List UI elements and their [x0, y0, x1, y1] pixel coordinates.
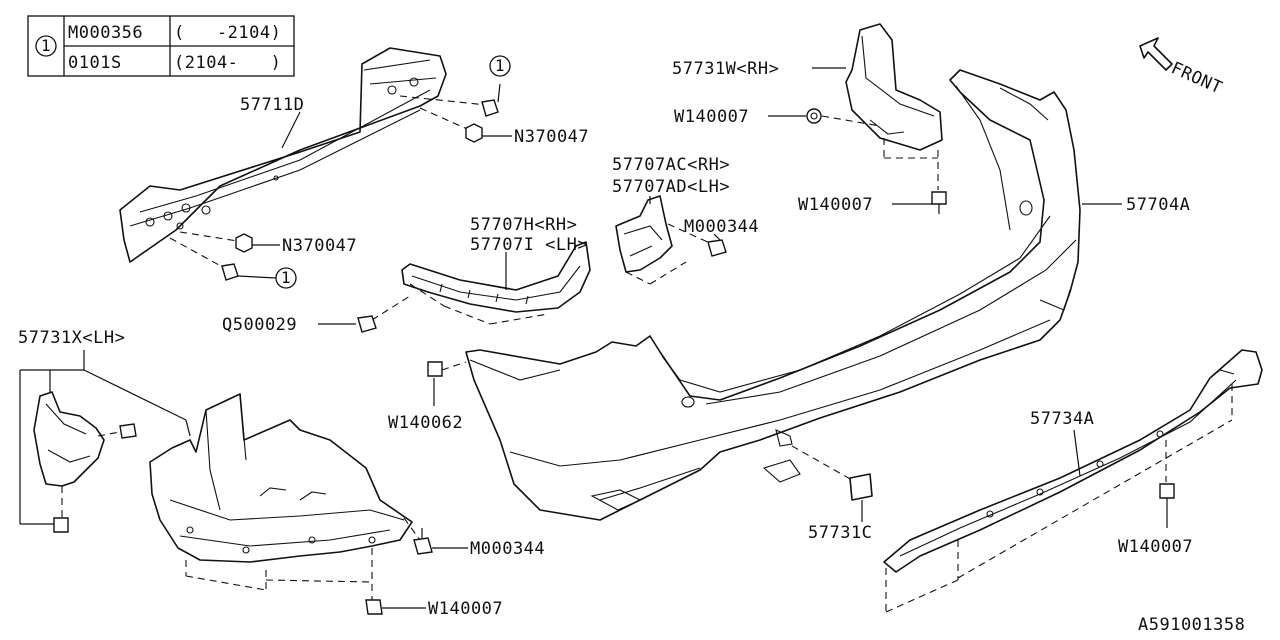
label-N370047-bottom: N370047 [282, 236, 357, 256]
callout-nut-bottom: N370047 [252, 236, 357, 256]
label-57704A: 57704A [1126, 195, 1190, 215]
clip-icon [806, 108, 822, 124]
nut-icon [465, 123, 483, 143]
callout-nut-top: N370047 [482, 127, 589, 147]
callout-skirt: 57734A [1030, 409, 1094, 477]
skirt-part [883, 349, 1263, 573]
table-row-2-part: 0101S [68, 53, 122, 73]
bumper-face-part [465, 69, 1081, 521]
table-row-1-range: ( -2104) [174, 23, 281, 43]
clip-icon [1159, 483, 1175, 499]
label-57707I: 57707I <LH> [470, 235, 588, 255]
callout-tow-cover: 57731C [808, 500, 872, 543]
label-57707AD: 57707AD<LH> [612, 177, 730, 197]
supersession-table: 1 M000356 ( -2104) 0101S (2104- ) [27, 15, 295, 77]
label-N370047-top: N370047 [514, 127, 589, 147]
callout-clip-rh-upper: W140007 [674, 107, 822, 127]
callout-undercover-screw: M000344 [413, 528, 545, 559]
label-57731X: 57731X<LH> [18, 328, 125, 348]
label-W140007-lower: W140007 [798, 195, 873, 215]
beam-fasteners [169, 83, 501, 281]
label-M000344-bracket: M000344 [684, 217, 759, 237]
clip-icon [119, 423, 137, 439]
clip-icon [427, 361, 443, 377]
clip-icon [53, 517, 69, 533]
label-57707AC: 57707AC<RH> [612, 155, 730, 175]
callout-bumper-face: 57704A [1082, 195, 1190, 215]
label-W140062: W140062 [388, 413, 463, 433]
label-57731C: 57731C [808, 523, 872, 543]
bracket-lh-leader [19, 350, 191, 525]
front-label: FRONT [1168, 58, 1225, 98]
screw-icon [707, 239, 727, 257]
label-Q500029: Q500029 [222, 315, 297, 335]
callout-side-bracket: 57707AC<RH> 57707AD<LH> [612, 155, 730, 204]
label-57711D: 57711D [240, 95, 304, 115]
callout-ref-top: 1 [489, 55, 511, 77]
table-ref-number: 1 [41, 36, 51, 55]
label-W140007-undercover: W140007 [428, 599, 503, 619]
table-row-1-part: M000356 [68, 23, 143, 43]
callout-clip-rh-lower: W140007 [798, 191, 947, 215]
callout-side-bracket-screw: M000344 [684, 217, 759, 257]
callout-face-clip: W140062 [388, 361, 467, 433]
label-57731W: 57731W<RH> [672, 59, 779, 79]
callout-rail-screw: Q500029 [222, 315, 377, 335]
bolt-icon [221, 263, 239, 281]
ref-bottom-number: 1 [281, 268, 291, 287]
label-57734A: 57734A [1030, 409, 1094, 429]
table-row-2-range: (2104- ) [174, 53, 281, 73]
nut-icon [235, 233, 253, 253]
ref-top-number: 1 [495, 56, 505, 75]
front-direction-indicator: FRONT [1139, 37, 1225, 98]
label-M000344-undercover: M000344 [470, 539, 545, 559]
callout-bracket-rh-upper: 57731W<RH> [672, 59, 846, 79]
tow-cover-part [849, 473, 873, 501]
label-W140007-upper: W140007 [674, 107, 749, 127]
undercover-bracket-lh-part [33, 391, 105, 487]
front-arrow-icon [1139, 37, 1173, 71]
screw-icon [357, 315, 377, 333]
bolt-icon [481, 83, 501, 117]
callout-undercover-clip: W140007 [365, 599, 503, 619]
clip-icon [365, 599, 383, 615]
label-57707H: 57707H<RH> [470, 215, 577, 235]
callout-ref-bottom: 1 [237, 267, 297, 289]
callout-skirt-clip: W140007 [1118, 483, 1193, 557]
upper-bracket-rh-part [845, 23, 943, 151]
diagram-id: A591001358 [1138, 615, 1245, 635]
side-bracket-part [615, 195, 673, 273]
label-W140007-skirt: W140007 [1118, 537, 1193, 557]
screw-icon [413, 528, 433, 555]
callout-side-rail: 57707H<RH> 57707I <LH> [470, 215, 588, 290]
bumper-beam-part [119, 47, 447, 263]
side-rail-part [401, 241, 591, 313]
callout-bumper-beam: 57711D [240, 95, 304, 149]
clip-icon [931, 191, 947, 214]
undercover-part [149, 393, 413, 563]
